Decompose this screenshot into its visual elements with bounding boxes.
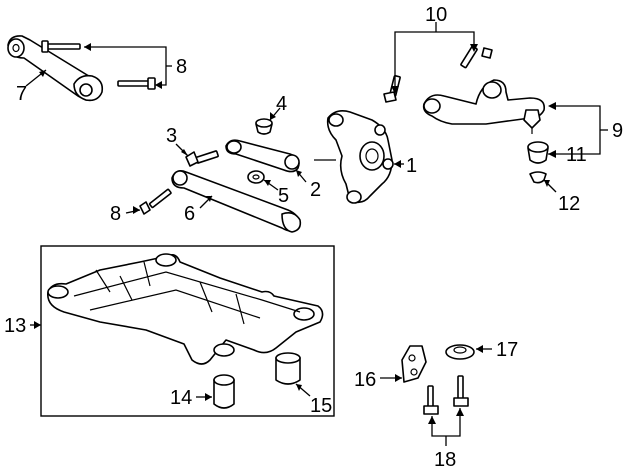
part-18-bolt-a xyxy=(423,385,439,415)
part-5-washer xyxy=(247,170,265,184)
part-12-cap xyxy=(529,171,547,184)
part-9-upper-arm xyxy=(422,79,546,134)
callout-9: 9 xyxy=(612,120,623,142)
part-16-bracket xyxy=(401,345,427,383)
arrowheads xyxy=(34,43,556,424)
part-6-lower-link xyxy=(171,170,302,233)
callout-5: 5 xyxy=(278,185,289,207)
callout-8-left: 8 xyxy=(110,203,121,225)
part-1-knuckle xyxy=(314,110,394,204)
part-8-bolt-lower xyxy=(117,77,156,90)
part-10-bolt-b xyxy=(460,45,493,69)
callout-15: 15 xyxy=(310,395,332,417)
part-17-washer xyxy=(445,344,475,360)
callout-1: 1 xyxy=(406,155,417,177)
callout-13: 13 xyxy=(4,315,26,337)
part-10-bolt-a xyxy=(383,74,401,103)
part-13-subframe xyxy=(47,253,324,365)
part-7-control-arm xyxy=(7,35,104,102)
subframe-group-box xyxy=(40,245,335,417)
callout-10: 10 xyxy=(425,4,447,26)
part-3-bolt xyxy=(185,150,219,167)
part-4-bushing xyxy=(255,118,273,135)
part-15-bushing xyxy=(275,352,301,385)
callout-11: 11 xyxy=(566,144,587,166)
callout-labels: 7 8 4 3 2 5 6 8 1 10 9 11 12 13 14 15 16… xyxy=(4,4,623,471)
part-14-bushing xyxy=(213,374,235,409)
part-8-bolt-upper xyxy=(41,40,81,53)
callout-6: 6 xyxy=(184,203,195,225)
callout-8-top: 8 xyxy=(176,56,187,78)
callout-12: 12 xyxy=(558,193,580,215)
leader-lines xyxy=(25,22,608,446)
part-18-bolt-b xyxy=(453,375,469,407)
part-8-bolt-left xyxy=(139,188,172,215)
callout-2: 2 xyxy=(310,179,321,201)
callout-17: 17 xyxy=(496,339,518,361)
callout-14: 14 xyxy=(170,387,192,409)
callout-7: 7 xyxy=(16,83,27,105)
callout-18: 18 xyxy=(434,449,456,471)
part-2-lateral-link xyxy=(225,139,300,173)
part-11-bushing xyxy=(527,141,549,164)
callout-4: 4 xyxy=(276,93,287,115)
callout-16: 16 xyxy=(354,369,376,391)
callout-3: 3 xyxy=(166,125,177,147)
